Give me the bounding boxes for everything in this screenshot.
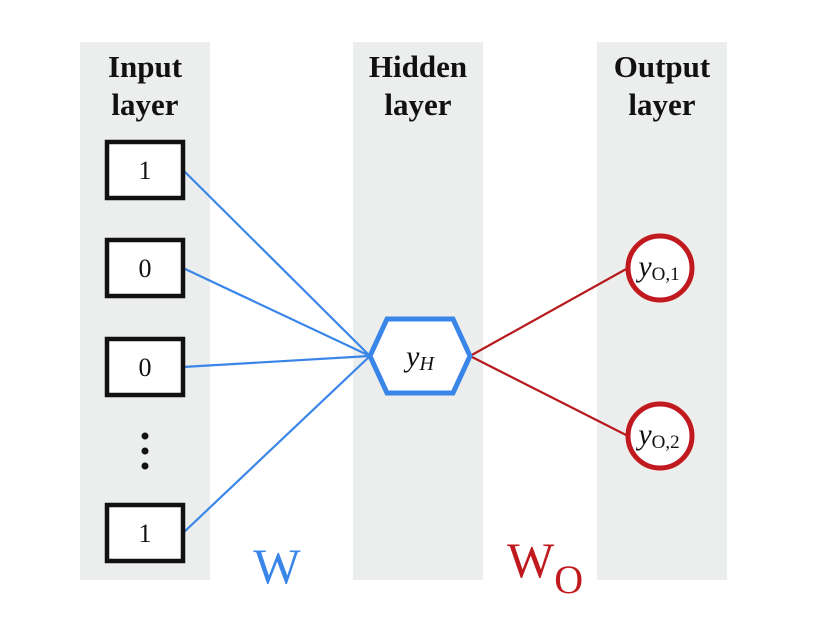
output-node-2: yO,2 — [625, 401, 695, 471]
input-value-3: 0 — [139, 353, 152, 382]
input-value-1: 1 — [139, 156, 152, 185]
edge-input-2-hidden — [182, 267, 371, 357]
hidden-layer-label-line2: layer — [384, 87, 451, 122]
input-node-1: 1 — [104, 139, 186, 201]
input-value-4: 1 — [139, 519, 152, 548]
input-value-2: 0 — [139, 254, 152, 283]
input-node-2: 0 — [104, 237, 186, 299]
input-layer-label-line2: layer — [111, 87, 178, 122]
output-layer-label-line2: layer — [628, 87, 695, 122]
hidden-node: yH — [367, 316, 473, 396]
input-hidden-weight-label: W — [253, 538, 301, 594]
hidden-layer-column — [353, 42, 483, 580]
edge-input-4-hidden — [182, 355, 371, 534]
output-layer-column — [597, 42, 727, 580]
edge-hidden-output-1 — [469, 267, 629, 357]
input-node-4: 1 — [104, 502, 186, 564]
input-layer-column — [80, 42, 210, 580]
edge-input-3-hidden — [182, 354, 371, 369]
vertical-ellipsis — [141, 432, 149, 470]
hidden-output-weight-label: WO — [507, 532, 583, 602]
edge-hidden-output-2 — [469, 355, 629, 437]
hidden-layer-label-line1: Hidden — [369, 49, 467, 84]
output-node-1-label: yO,1 — [635, 250, 679, 285]
edge-input-1-hidden — [182, 169, 371, 357]
output-node-1: yO,1 — [625, 233, 695, 303]
output-node-2-label: yO,2 — [635, 418, 679, 453]
output-layer-label-line1: Output — [614, 49, 711, 84]
input-node-3: 0 — [104, 336, 186, 398]
input-layer-label-line1: Input — [108, 49, 183, 84]
hidden-node-label: yH — [403, 340, 435, 375]
